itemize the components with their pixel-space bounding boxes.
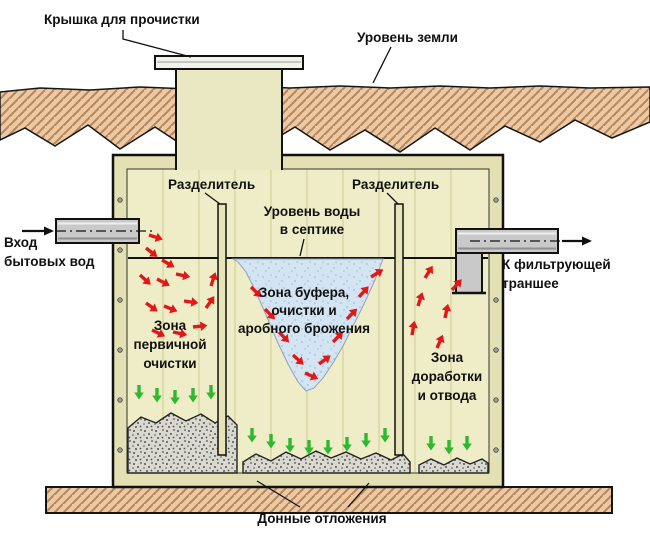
label-outlet-1: К фильтрующей — [502, 257, 611, 272]
leader-sediment-1 — [256, 480, 301, 508]
label-primary-zone-3: очистки — [143, 356, 196, 371]
ground-layer — [0, 85, 650, 153]
sediment-left — [127, 412, 238, 474]
leader-ground — [372, 46, 392, 84]
interior-panel-lines — [162, 170, 452, 472]
inlet-pipe — [36, 218, 152, 244]
label-primary-zone-2: первичной — [133, 337, 206, 352]
labels: Крышка для прочистки Уровень земли Разде… — [4, 12, 611, 526]
label-inlet-2: бытовых вод — [4, 254, 95, 269]
label-divider-right: Разделитель — [352, 177, 439, 192]
label-final-zone-3: и отвода — [418, 388, 477, 403]
label-buffer-zone-2: очистки и — [271, 303, 336, 318]
label-outlet-2: траншее — [502, 276, 559, 291]
sediment-right — [418, 457, 489, 474]
label-final-zone-2: доработки — [412, 369, 483, 384]
leader-water-level — [299, 238, 305, 257]
leader-divider-left — [204, 192, 221, 205]
baffle-right — [394, 203, 404, 456]
label-buffer-zone-1: Зона буфера, — [259, 285, 349, 300]
access-riser — [175, 67, 283, 170]
label-inlet-1: Вход — [4, 235, 38, 250]
leader-divider-right — [386, 192, 399, 205]
label-sediment: Донные отложения — [257, 511, 386, 526]
label-divider-left: Разделитель — [168, 177, 255, 192]
leader-cover — [122, 30, 192, 58]
inlet-direction-arrow — [22, 226, 54, 236]
baffle-left — [217, 203, 227, 456]
leader-sediment-2 — [347, 482, 370, 508]
base-slab — [45, 486, 613, 514]
sediment-middle — [242, 450, 411, 474]
outlet-pipe — [452, 228, 584, 295]
label-final-zone-1: Зона — [431, 350, 464, 365]
label-primary-zone-1: Зона — [154, 318, 187, 333]
leader-lines — [122, 30, 399, 508]
outlet-direction-arrow — [562, 236, 592, 246]
label-ground-level: Уровень земли — [357, 30, 458, 45]
label-cover: Крышка для прочистки — [44, 12, 200, 27]
label-water-level-2: в септике — [280, 222, 345, 237]
label-water-level-1: Уровень воды — [264, 204, 361, 219]
label-buffer-zone-3: аробного брожения — [238, 321, 370, 336]
